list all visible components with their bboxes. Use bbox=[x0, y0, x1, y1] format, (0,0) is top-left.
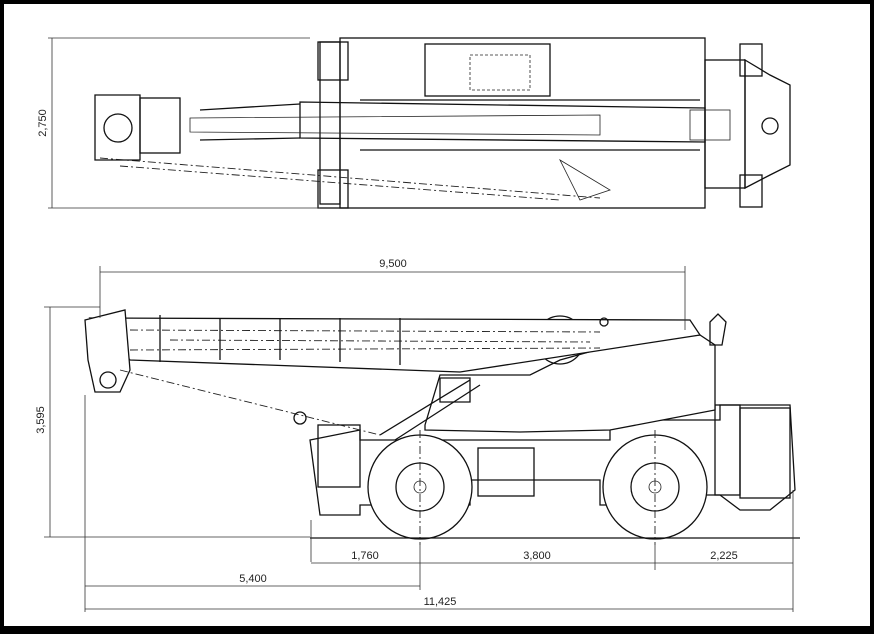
hook-block bbox=[293, 411, 307, 425]
boom-head-side bbox=[84, 309, 131, 393]
label-wheelbase: 3,800 bbox=[523, 550, 551, 562]
boom-head-top bbox=[94, 94, 141, 161]
dimension-boom-length: 9,500 bbox=[99, 258, 686, 330]
top-view bbox=[94, 37, 791, 209]
side-view bbox=[84, 309, 800, 545]
dimension-overall-width: 2,750 bbox=[37, 37, 320, 209]
label-rear-overhang: 2,225 bbox=[710, 550, 738, 562]
label-boom-length: 9,500 bbox=[379, 258, 407, 270]
label-overall-width: 2,750 bbox=[37, 109, 49, 137]
cab-top bbox=[424, 43, 551, 97]
dimension-overall-height: 3,595 bbox=[35, 306, 310, 538]
derricking-cylinder bbox=[379, 379, 481, 441]
operator-cab-side bbox=[439, 377, 471, 403]
label-front-overhang: 1,760 bbox=[351, 550, 379, 562]
label-boom-tip-to-front-axle: 5,400 bbox=[239, 573, 267, 585]
rear-counterweight-top bbox=[744, 58, 791, 190]
label-overall-length: 11,425 bbox=[424, 596, 457, 608]
drawing-sheet: 2,750 bbox=[4, 4, 870, 626]
boom-top bbox=[299, 101, 706, 143]
crane-drawing: 2,750 bbox=[35, 37, 800, 612]
dimension-chain: 1,760 3,800 2,225 5,400 11,425 bbox=[84, 395, 794, 612]
superstructure-side bbox=[424, 334, 716, 433]
carrier-body-top bbox=[339, 37, 706, 209]
label-overall-height: 3,595 bbox=[35, 406, 47, 434]
